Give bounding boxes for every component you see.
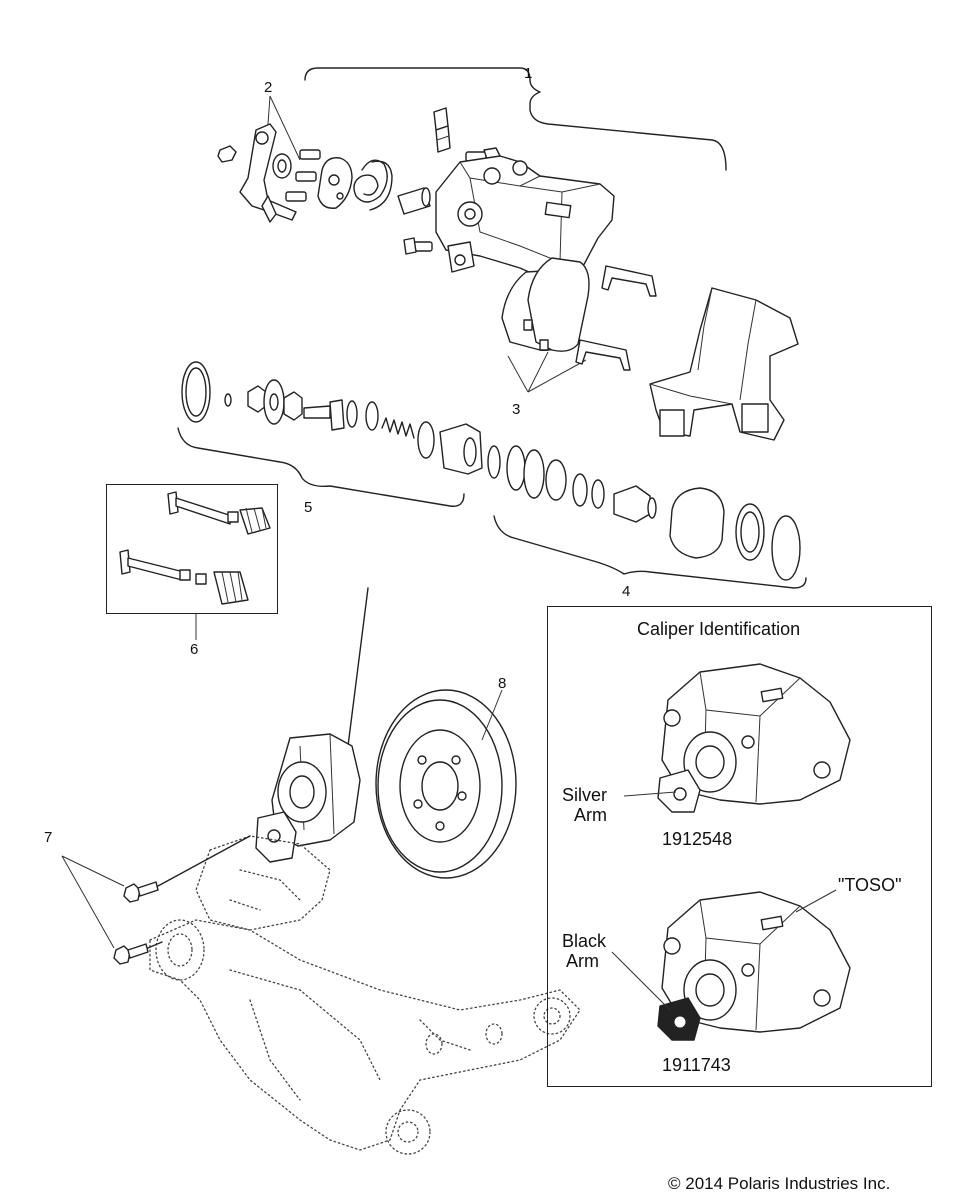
bracket-1 bbox=[304, 67, 727, 171]
caliper-identification-panel bbox=[547, 606, 932, 1087]
piston-components bbox=[181, 361, 801, 581]
caliper-housing bbox=[403, 155, 615, 287]
callout-8: 8 bbox=[498, 675, 507, 692]
mounted-caliper bbox=[255, 733, 361, 863]
leader-8 bbox=[481, 689, 503, 741]
bleeder-parts bbox=[397, 107, 501, 215]
callout-5: 5 bbox=[304, 499, 313, 516]
caliper-identification-title: Caliper Identification bbox=[637, 619, 801, 639]
leader-toso bbox=[795, 889, 837, 913]
copyright-notice: © 2014 Polaris Industries Inc. bbox=[668, 1174, 891, 1193]
parking-arm-assembly bbox=[217, 123, 393, 223]
callout-2: 2 bbox=[264, 79, 273, 96]
brake-pads bbox=[501, 257, 590, 352]
leader-7 bbox=[61, 855, 125, 949]
callout-7: 7 bbox=[44, 829, 53, 846]
slide-pin-kit bbox=[119, 491, 271, 605]
trailing-arm bbox=[149, 835, 581, 1155]
silver-part-number: 1912548 bbox=[662, 829, 733, 849]
toso-label: "TOSO" bbox=[838, 875, 902, 895]
callout-3: 3 bbox=[512, 401, 521, 418]
caliper-bracket bbox=[649, 287, 799, 441]
caliper-centerline bbox=[347, 587, 369, 747]
callout-4: 4 bbox=[622, 583, 631, 600]
silver-arm-label-line2: Arm bbox=[574, 805, 607, 825]
leader-black-arm bbox=[611, 951, 671, 1011]
leader-3 bbox=[507, 351, 587, 393]
caliper-silver-arm-drawing bbox=[657, 663, 851, 813]
mounting-bolts bbox=[113, 835, 251, 965]
black-arm-label-line2: Arm bbox=[566, 951, 599, 971]
bracket-4 bbox=[493, 515, 807, 589]
callout-6: 6 bbox=[190, 641, 199, 658]
leader-silver-arm bbox=[623, 791, 677, 797]
callout-1: 1 bbox=[524, 65, 533, 82]
bracket-5 bbox=[177, 427, 465, 507]
caliper-black-arm-drawing bbox=[657, 891, 851, 1041]
pad-clips bbox=[575, 265, 657, 371]
black-part-number: 1911743 bbox=[662, 1055, 731, 1075]
brake-rotor bbox=[375, 689, 517, 879]
black-arm-label-line1: Black bbox=[562, 931, 607, 951]
slide-pin-kit-box bbox=[106, 484, 278, 614]
silver-arm-label-line1: Silver bbox=[562, 785, 608, 805]
